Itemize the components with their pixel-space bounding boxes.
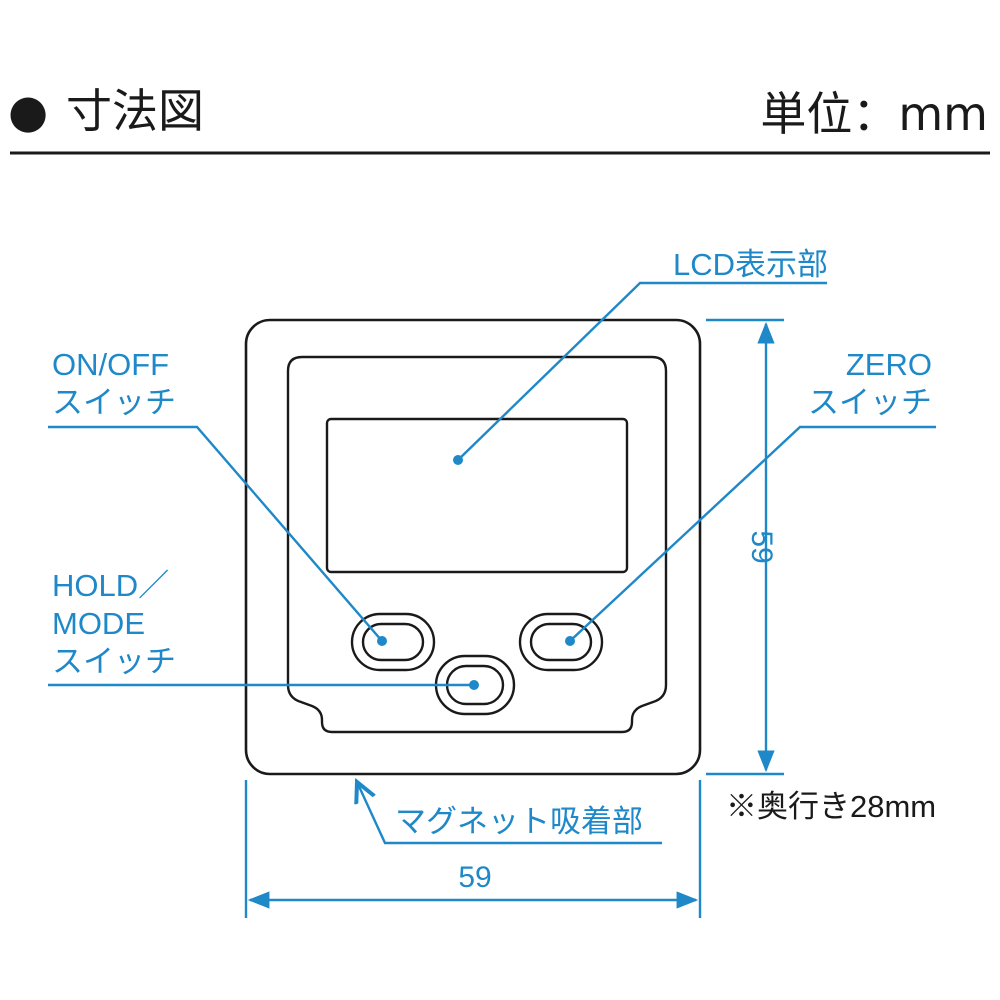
zero-button-outer bbox=[518, 612, 604, 672]
zero-button bbox=[529, 622, 593, 662]
header-bullet: ● bbox=[8, 84, 48, 138]
lcd-display-window bbox=[325, 417, 629, 574]
zero-leader-line bbox=[569, 425, 936, 642]
zero-leader-dot bbox=[565, 636, 575, 646]
onoff-button bbox=[361, 622, 425, 662]
unit-label: 単位：mm bbox=[760, 87, 988, 141]
device-front-panel bbox=[286, 355, 668, 734]
hold-mode-label-line1: HOLD／ bbox=[52, 568, 169, 603]
lcd-label: LCD表示部 bbox=[673, 247, 828, 282]
height-dimension-value: 59 bbox=[745, 530, 778, 563]
onoff-label-line1: ON/OFF bbox=[52, 347, 169, 382]
lcd-leader-dot bbox=[453, 455, 463, 465]
hold-mode-leader-dot bbox=[469, 680, 479, 690]
magnet-leader-line bbox=[357, 782, 662, 845]
zero-label-line2: スイッチ bbox=[808, 385, 932, 420]
depth-note: ※奥行き28mm bbox=[726, 789, 936, 824]
onoff-label-line2: スイッチ bbox=[52, 385, 176, 420]
hold-mode-label-line2: MODE bbox=[52, 606, 145, 641]
onoff-leader-dot bbox=[377, 636, 387, 646]
lcd-leader-line bbox=[457, 281, 827, 461]
onoff-button-outer bbox=[350, 612, 436, 672]
page-title: 寸法図 bbox=[66, 84, 204, 138]
width-dimension-value: 59 bbox=[458, 861, 491, 894]
hold-mode-label-line3: スイッチ bbox=[52, 644, 176, 679]
onoff-leader-line bbox=[48, 425, 383, 642]
magnet-label: マグネット吸着部 bbox=[395, 804, 643, 839]
zero-label-line1: ZERO bbox=[846, 347, 932, 382]
